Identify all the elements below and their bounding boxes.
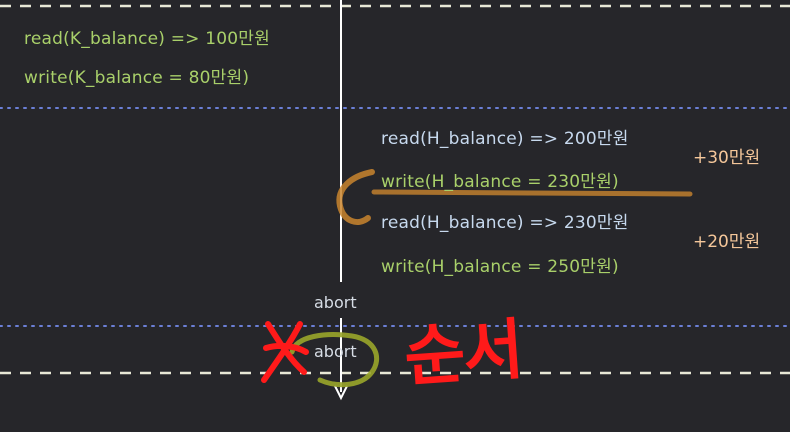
orange-underline-stroke [371,189,693,197]
delta-second: +20만원 [693,232,761,252]
yellow-loop-stroke [289,332,379,388]
orange-highlight-stroke [336,169,375,225]
handwritten-annotation: 순서 [401,310,525,396]
h-write-op-2: write(H_balance = 250만원) [381,257,619,277]
delta-first: +30만원 [693,148,761,168]
timeline-arrow-head [334,385,348,401]
abort-label-1: abort [314,293,357,312]
k-read-op: read(K_balance) => 100만원 [24,29,270,49]
abort-label-2: abort [314,342,357,361]
k-write-op: write(K_balance = 80만원) [24,68,250,88]
h-read-op-1: read(H_balance) => 200만원 [381,129,629,149]
h-read-op-2: read(H_balance) => 230만원 [381,213,629,233]
h-write-op-1: write(H_balance = 230만원) [381,172,619,192]
red-cross-mark [261,321,309,383]
